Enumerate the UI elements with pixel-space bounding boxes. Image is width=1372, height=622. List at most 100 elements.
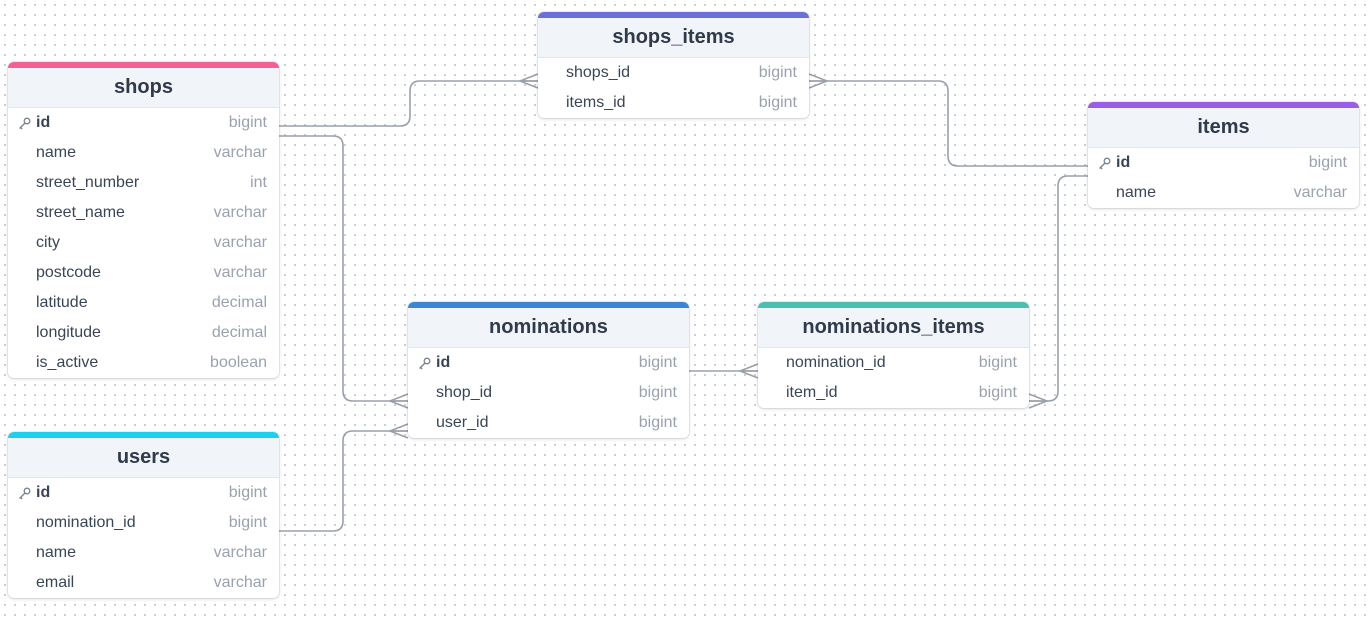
table-header[interactable]: shops: [8, 62, 279, 108]
column-type: bigint: [228, 114, 267, 131]
table-title: shops: [114, 76, 173, 98]
primary-key-icon: [18, 117, 36, 130]
column-name: street_name: [36, 204, 125, 221]
column-type: bigint: [1308, 154, 1347, 171]
column-row-id[interactable]: id bigint: [408, 348, 689, 378]
column-name: shop_id: [436, 384, 493, 401]
crow-foot-icon[interactable]: [387, 423, 409, 439]
crow-foot-icon[interactable]: [808, 73, 830, 89]
column-name: nomination_id: [36, 514, 136, 531]
column-name: name: [36, 544, 77, 561]
column-name: nomination_id: [786, 354, 886, 371]
column-name: is_active: [36, 354, 99, 371]
table-title: nominations_items: [802, 316, 985, 338]
column-name: id: [436, 354, 451, 371]
column-row-id[interactable]: id bigint: [8, 478, 279, 508]
relation-users-nominations[interactable]: [279, 430, 408, 532]
table-items[interactable]: items id bigint name varchar: [1088, 102, 1359, 208]
column-list: id bigint name varchar: [1088, 148, 1359, 208]
crow-foot-icon[interactable]: [517, 73, 539, 89]
column-row-item-id[interactable]: item_id bigint: [758, 378, 1029, 408]
column-type: decimal: [211, 324, 267, 341]
column-type: bigint: [638, 414, 677, 431]
primary-key-icon: [1098, 157, 1116, 170]
column-name: id: [36, 114, 51, 131]
table-header[interactable]: shops_items: [538, 12, 809, 58]
column-type: bigint: [638, 354, 677, 371]
relation-items-nominations-items[interactable]: [1029, 175, 1088, 402]
column-name: email: [36, 574, 75, 591]
column-name: user_id: [436, 414, 489, 431]
table-header[interactable]: items: [1088, 102, 1359, 148]
column-name: name: [36, 144, 77, 161]
column-type: varchar: [213, 544, 267, 561]
column-type: bigint: [978, 354, 1017, 371]
column-row-name[interactable]: name varchar: [8, 538, 279, 568]
column-type: bigint: [638, 384, 677, 401]
column-row-longitude[interactable]: longitude decimal: [8, 318, 279, 348]
relation-shops-nominations[interactable]: [279, 135, 408, 402]
table-users[interactable]: users id bigint nomination_id bigint name var…: [8, 432, 279, 598]
column-row-nomination-id[interactable]: nomination_id bigint: [758, 348, 1029, 378]
column-type: bigint: [228, 514, 267, 531]
column-row-street-name[interactable]: street_name varchar: [8, 198, 279, 228]
column-type: bigint: [978, 384, 1017, 401]
primary-key-icon: [18, 487, 36, 500]
column-row-name[interactable]: name varchar: [1088, 178, 1359, 208]
column-type: boolean: [210, 354, 267, 371]
column-type: int: [250, 174, 267, 191]
column-name: postcode: [36, 264, 101, 281]
column-name: item_id: [786, 384, 838, 401]
column-row-user-id[interactable]: user_id bigint: [408, 408, 689, 438]
column-name: items_id: [566, 94, 626, 111]
column-name: name: [1116, 184, 1157, 201]
column-row-is-active[interactable]: is_active boolean: [8, 348, 279, 378]
table-header[interactable]: nominations_items: [758, 302, 1029, 348]
column-type: varchar: [213, 574, 267, 591]
column-name: shops_id: [566, 64, 631, 81]
column-row-id[interactable]: id bigint: [1088, 148, 1359, 178]
crow-foot-icon[interactable]: [1028, 393, 1050, 409]
column-name: longitude: [36, 324, 101, 341]
column-name: id: [36, 484, 51, 501]
crow-foot-icon[interactable]: [737, 363, 759, 379]
relation-shops-shops-items[interactable]: [279, 80, 538, 127]
relation-items-shops-items[interactable]: [809, 80, 1088, 167]
table-title: shops_items: [612, 26, 735, 48]
primary-key-icon: [418, 357, 436, 370]
column-row-shop-id[interactable]: shop_id bigint: [408, 378, 689, 408]
column-type: decimal: [211, 294, 267, 311]
column-row-email[interactable]: email varchar: [8, 568, 279, 598]
table-title: users: [116, 446, 171, 468]
column-name: id: [1116, 154, 1131, 171]
crow-foot-icon[interactable]: [387, 393, 409, 409]
column-type: varchar: [213, 204, 267, 221]
table-header[interactable]: users: [8, 432, 279, 478]
table-title: nominations: [489, 316, 608, 338]
column-row-name[interactable]: name varchar: [8, 138, 279, 168]
column-type: bigint: [228, 484, 267, 501]
column-type: varchar: [213, 234, 267, 251]
column-type: varchar: [213, 144, 267, 161]
table-header[interactable]: nominations: [408, 302, 689, 348]
column-type: varchar: [1293, 184, 1347, 201]
column-row-id[interactable]: id bigint: [8, 108, 279, 138]
table-title: items: [1197, 116, 1250, 138]
column-row-nomination-id[interactable]: nomination_id bigint: [8, 508, 279, 538]
